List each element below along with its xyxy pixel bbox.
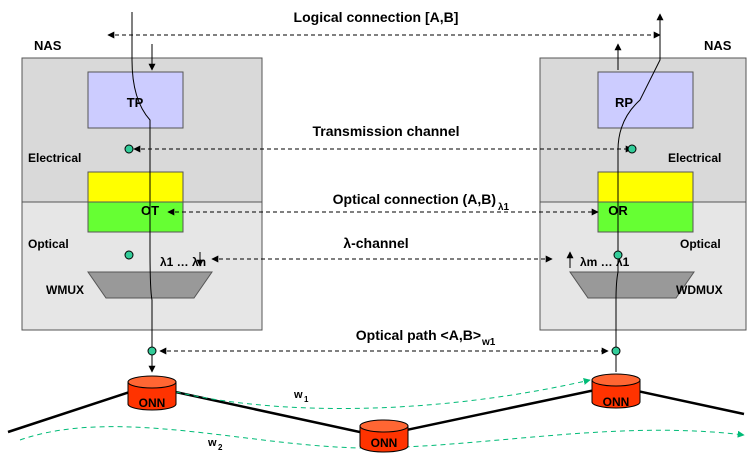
nas-left: NAS Electrical Optical TP OT WMUX λ1 … λ… — [21, 38, 263, 331]
onn-right: ONN — [591, 373, 641, 409]
wmux-shape — [87, 271, 213, 299]
lambda-right-label: λm … λ1 — [580, 255, 630, 269]
or-box-bottom — [597, 201, 694, 233]
onn-center-label: ONN — [371, 436, 398, 450]
onn-left-label: ONN — [139, 396, 166, 410]
tp-label: TP — [127, 95, 144, 110]
logical-connection-label: Logical connection [A,B] — [294, 9, 459, 25]
wmux-label: WMUX — [46, 283, 84, 297]
rp-label: RP — [615, 95, 633, 110]
nas-right-label: NAS — [704, 38, 732, 53]
w1-path — [175, 378, 591, 409]
electrical-left-label: Electrical — [28, 151, 81, 165]
onn-center: ONN — [359, 419, 409, 453]
signal-path-right — [614, 13, 664, 372]
electrical-right-label: Electrical — [668, 151, 721, 165]
ot-box-top — [87, 171, 184, 203]
node-dots — [124, 144, 637, 356]
or-box-top — [597, 171, 694, 203]
lambda-channel-label: λ-channel — [343, 235, 408, 251]
w2-sub: 2 — [218, 443, 223, 452]
tp-box — [87, 71, 184, 129]
optical-path-sub: w1 — [481, 337, 496, 348]
nas-left-label: NAS — [34, 38, 62, 53]
optical-left-label: Optical — [28, 237, 69, 251]
optical-connection-sub: λ1 — [498, 202, 510, 213]
lambda-left-label: λ1 … λn — [160, 255, 206, 269]
optical-connection-label: Optical connection (A,B) — [333, 191, 496, 207]
w1-sub: 1 — [304, 395, 309, 404]
w2-label: w — [207, 437, 217, 449]
w1-label: w — [293, 389, 303, 401]
dashed-relations — [107, 31, 661, 355]
optical-path-label: Optical path <A,B> — [356, 327, 481, 343]
wdmux-shape — [569, 271, 695, 299]
nas-right: NAS Electrical Optical RP OR WDMUX λm … … — [539, 38, 747, 331]
wdmux-label: WDMUX — [676, 283, 723, 297]
ot-box-bottom — [87, 201, 184, 233]
transmission-channel-label: Transmission channel — [312, 123, 459, 139]
onn-right-label: ONN — [603, 395, 630, 409]
optical-right-label: Optical — [680, 237, 721, 251]
onn-left: ONN — [127, 375, 177, 411]
rp-box — [597, 71, 694, 129]
